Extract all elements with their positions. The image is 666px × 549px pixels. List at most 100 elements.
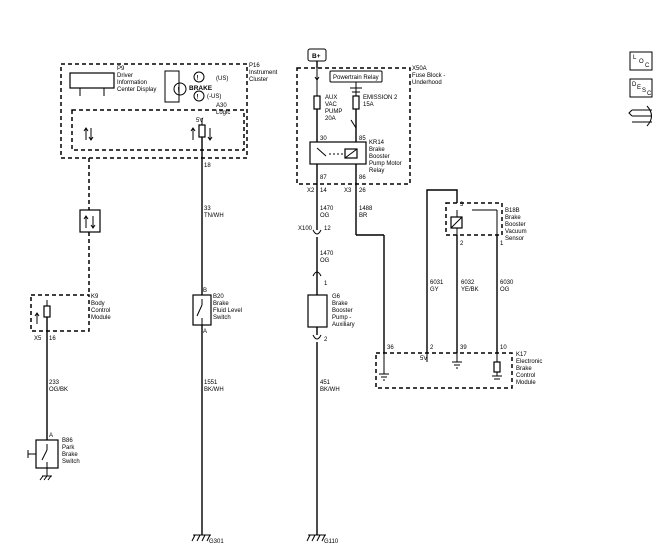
svg-text:Information: Information — [117, 80, 147, 86]
pullup-resistor — [198, 124, 206, 138]
svg-text:Relay: Relay — [369, 168, 384, 174]
svg-text:OG: OG — [320, 213, 330, 219]
svg-text:Switch: Switch — [213, 315, 231, 321]
svg-text:K17: K17 — [516, 352, 527, 358]
svg-text:5V: 5V — [196, 118, 203, 124]
fuse-aux-vac-pump — [313, 95, 321, 110]
svg-text:OG/BK: OG/BK — [49, 387, 68, 393]
svg-text:P9: P9 — [117, 66, 125, 72]
svg-text:B20: B20 — [213, 294, 224, 300]
svg-text:Brake: Brake — [505, 215, 521, 221]
svg-text:O: O — [639, 59, 644, 65]
svg-text:Instrument: Instrument — [249, 70, 278, 76]
svg-text:KR14: KR14 — [369, 140, 385, 146]
svg-text:26: 26 — [359, 188, 366, 194]
svg-text:10: 10 — [500, 345, 507, 351]
svg-text:B86: B86 — [62, 438, 73, 444]
svg-text:Fluid Level: Fluid Level — [213, 308, 242, 314]
svg-text:1551: 1551 — [204, 380, 218, 386]
svg-text:18: 18 — [204, 163, 211, 169]
svg-text:BK/WH: BK/WH — [204, 387, 224, 393]
svg-text:Control: Control — [516, 373, 535, 379]
svg-text:X2: X2 — [307, 188, 315, 194]
svg-text:Cluster: Cluster — [249, 77, 268, 83]
brake-booster-vacuum-sensor: B18B Brake Booster Vacuum Sensor — [445, 202, 527, 242]
serial-data-splice — [79, 209, 101, 233]
svg-text:Booster: Booster — [505, 222, 526, 228]
description-icon[interactable]: D E S C — [629, 78, 653, 98]
svg-text:OG: OG — [320, 258, 330, 264]
svg-text:1: 1 — [324, 281, 328, 287]
svg-text:Brake: Brake — [332, 301, 348, 307]
svg-text:B: B — [203, 288, 207, 294]
connector-end-view-icon[interactable] — [628, 105, 652, 127]
svg-text:X5: X5 — [34, 336, 42, 342]
svg-text:2: 2 — [460, 241, 464, 247]
svg-text:VAC: VAC — [325, 102, 338, 108]
location-icon[interactable]: L O C — [629, 51, 653, 71]
svg-text:PUMP: PUMP — [325, 109, 342, 115]
svg-text:3: 3 — [460, 202, 464, 208]
brake-warning-icon — [173, 82, 187, 96]
svg-text:6030: 6030 — [500, 280, 514, 286]
svg-text:K9: K9 — [91, 294, 99, 300]
svg-text:Sensor: Sensor — [505, 236, 524, 242]
svg-text:BK/WH: BK/WH — [320, 387, 340, 393]
svg-text:14: 14 — [320, 188, 327, 194]
brake-symbol-nonus-icon — [193, 90, 205, 102]
svg-text:A: A — [49, 433, 53, 439]
brake-symbol-icon — [193, 71, 205, 83]
svg-text:E: E — [637, 85, 641, 91]
ground-g301-label: G301 — [209, 539, 224, 545]
svg-text:16: 16 — [49, 336, 56, 342]
svg-text:X100: X100 — [298, 226, 313, 232]
underhood-fuse-block: X50A Fuse Block - Underhood Powertrain R… — [296, 66, 445, 185]
brake-booster-pump-relay — [309, 141, 367, 165]
svg-text:451: 451 — [320, 380, 331, 386]
svg-text:X3: X3 — [344, 188, 352, 194]
svg-text:86: 86 — [359, 175, 366, 181]
svg-text:Body: Body — [91, 301, 105, 307]
svg-text:1488: 1488 — [359, 206, 373, 212]
svg-text:12: 12 — [324, 226, 331, 232]
svg-text:36: 36 — [387, 345, 394, 351]
svg-text:85: 85 — [359, 136, 366, 142]
svg-text:233: 233 — [49, 380, 60, 386]
svg-text:Module: Module — [516, 380, 536, 386]
svg-text:Brake: Brake — [516, 366, 532, 372]
svg-text:C: C — [647, 91, 652, 97]
chassis-ground-icon — [39, 475, 52, 481]
svg-text:(US): (US) — [216, 76, 228, 82]
svg-text:X50A: X50A — [412, 66, 427, 72]
svg-text:33: 33 — [204, 206, 211, 212]
fuse-emission-2 — [352, 95, 360, 110]
svg-text:!: ! — [197, 76, 199, 82]
svg-text:30: 30 — [320, 136, 327, 142]
svg-text:5V: 5V — [420, 356, 427, 362]
svg-text:Brake: Brake — [213, 301, 229, 307]
brake-label: BRAKE — [189, 85, 213, 92]
svg-text:Driver: Driver — [117, 73, 133, 79]
svg-text:Pump -: Pump - — [332, 315, 351, 321]
svg-text:G6: G6 — [332, 294, 341, 300]
svg-text:B+: B+ — [312, 53, 321, 60]
ground-g110-label: G110 — [324, 539, 339, 545]
svg-text:Brake: Brake — [62, 452, 78, 458]
electronic-brake-control-module: K17 Electronic Brake Control Module 5V — [375, 352, 542, 389]
svg-text:A: A — [203, 329, 207, 335]
svg-text:(-US): (-US) — [207, 94, 221, 100]
ground-g301-icon — [191, 534, 211, 542]
svg-text:C: C — [645, 63, 650, 69]
svg-text:Booster: Booster — [332, 308, 353, 314]
svg-text:6031: 6031 — [430, 280, 444, 286]
svg-text:GY: GY — [430, 287, 439, 293]
svg-text:1470: 1470 — [320, 206, 334, 212]
dic-display — [69, 72, 115, 89]
ground-g110-icon — [306, 534, 326, 542]
svg-text:1470: 1470 — [320, 251, 334, 257]
svg-text:Module: Module — [91, 315, 111, 321]
svg-text:Powertrain Relay: Powertrain Relay — [333, 75, 379, 81]
svg-text:2: 2 — [430, 345, 434, 351]
brake-booster-pump: G6 Brake Booster Pump - Auxiliary — [307, 294, 355, 328]
